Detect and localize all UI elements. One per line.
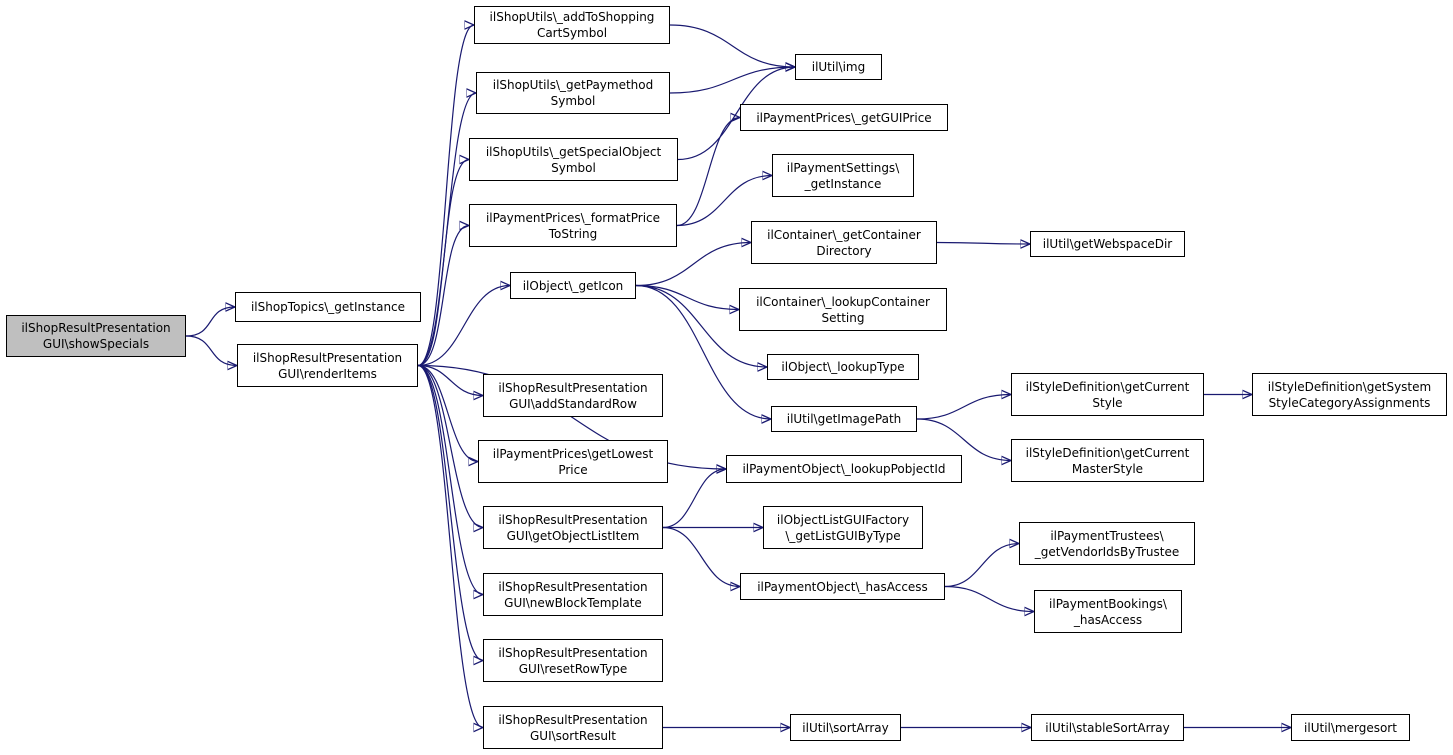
edge-getIcon-to-lookupType: [635, 284, 767, 368]
node-resetRow[interactable]: ilShopResultPresentation GUI\resetRowTyp…: [483, 639, 663, 682]
node-img[interactable]: ilUtil\img: [795, 54, 882, 80]
edge-paymethod-to-img: [669, 67, 795, 94]
edge-renderItems-to-getObjList: [417, 364, 483, 528]
node-webspace[interactable]: ilUtil\getWebspaceDir: [1030, 231, 1185, 257]
edge-imagePath-to-curStyle: [916, 395, 1011, 420]
node-paySettings[interactable]: ilPaymentSettings\ _getInstance: [772, 154, 914, 197]
edge-renderItems-to-getIcon: [417, 286, 510, 367]
node-contDir[interactable]: ilContainer\_getContainer Directory: [751, 221, 937, 264]
edge-renderItems-to-newBlock: [417, 364, 483, 595]
node-topics[interactable]: ilShopTopics\_getInstance: [235, 292, 421, 322]
node-special[interactable]: ilShopUtils\_getSpecialObject Symbol: [469, 138, 678, 181]
edge-formatPrice-to-paySettings: [676, 176, 772, 227]
edge-getObjList-to-lookupPobj: [662, 469, 726, 529]
node-renderItems[interactable]: ilShopResultPresentation GUI\renderItems: [237, 344, 418, 387]
edge-hasAccess-to-trustees: [944, 544, 1019, 588]
node-curStyle[interactable]: ilStyleDefinition\getCurrent Style: [1011, 373, 1204, 416]
node-addStdRow[interactable]: ilShopResultPresentation GUI\addStandard…: [483, 374, 663, 417]
edge-renderItems-to-formatPrice: [417, 226, 469, 367]
node-addCart[interactable]: ilShopUtils\_addToShopping CartSymbol: [474, 6, 670, 44]
edge-renderItems-to-lowest: [417, 364, 478, 462]
edge-renderItems-to-lookupPobj: [417, 364, 726, 470]
edge-renderItems-to-sortResult: [417, 364, 483, 728]
node-getIcon[interactable]: ilObject\_getIcon: [510, 272, 636, 299]
node-paymethod[interactable]: ilShopUtils\_getPaymethod Symbol: [476, 72, 670, 114]
node-bookings[interactable]: ilPaymentBookings\ _hasAccess: [1034, 590, 1182, 633]
edge-formatPrice-to-guiPrice: [676, 118, 740, 227]
node-formatPrice[interactable]: ilPaymentPrices\_formatPrice ToString: [469, 204, 677, 247]
node-newBlock[interactable]: ilShopResultPresentation GUI\newBlockTem…: [483, 573, 663, 616]
node-sortResult[interactable]: ilShopResultPresentation GUI\sortResult: [483, 706, 663, 749]
node-root[interactable]: ilShopResultPresentation GUI\showSpecial…: [6, 315, 186, 357]
node-sortArray[interactable]: ilUtil\sortArray: [790, 714, 901, 741]
node-getObjList[interactable]: ilShopResultPresentation GUI\getObjectLi…: [483, 506, 663, 549]
edge-renderItems-to-resetRow: [417, 364, 483, 661]
node-contSetting[interactable]: ilContainer\_lookupContainer Setting: [739, 288, 947, 331]
edge-getIcon-to-contDir: [635, 243, 751, 287]
edge-contDir-to-webspace: [936, 243, 1030, 245]
node-mergesort[interactable]: ilUtil\mergesort: [1291, 714, 1410, 741]
edge-addCart-to-img: [669, 24, 795, 67]
node-stableSort[interactable]: ilUtil\stableSortArray: [1031, 714, 1184, 741]
node-lowest[interactable]: ilPaymentPrices\getLowest Price: [478, 440, 668, 483]
node-trustees[interactable]: ilPaymentTrustees\ _getVendorIdsByTruste…: [1019, 522, 1195, 565]
edge-root-to-renderItems: [185, 335, 237, 366]
edge-renderItems-to-special: [417, 160, 469, 367]
edge-getObjList-to-hasAccess: [662, 526, 740, 587]
node-sysStyle[interactable]: ilStyleDefinition\getSystem StyleCategor…: [1252, 373, 1447, 416]
edge-getIcon-to-contSetting: [635, 284, 739, 310]
node-lookupPobj[interactable]: ilPaymentObject\_lookupPobjectId: [726, 455, 962, 483]
edge-getIcon-to-imagePath: [635, 284, 771, 420]
edge-hasAccess-to-bookings: [944, 585, 1034, 612]
node-lookupType[interactable]: ilObject\_lookupType: [767, 354, 919, 380]
edge-renderItems-to-addCart: [417, 25, 474, 367]
edge-root-to-topics: [185, 307, 235, 337]
node-guiPrice[interactable]: ilPaymentPrices\_getGUIPrice: [740, 104, 948, 131]
node-curMaster[interactable]: ilStyleDefinition\getCurrent MasterStyle: [1011, 439, 1204, 482]
node-listFactory[interactable]: ilObjectListGUIFactory \_getListGUIByTyp…: [763, 506, 923, 549]
edge-imagePath-to-curMaster: [916, 418, 1011, 461]
edge-renderItems-to-addStdRow: [417, 364, 483, 396]
node-hasAccess[interactable]: ilPaymentObject\_hasAccess: [740, 573, 945, 600]
node-imagePath[interactable]: ilUtil\getImagePath: [771, 406, 917, 432]
